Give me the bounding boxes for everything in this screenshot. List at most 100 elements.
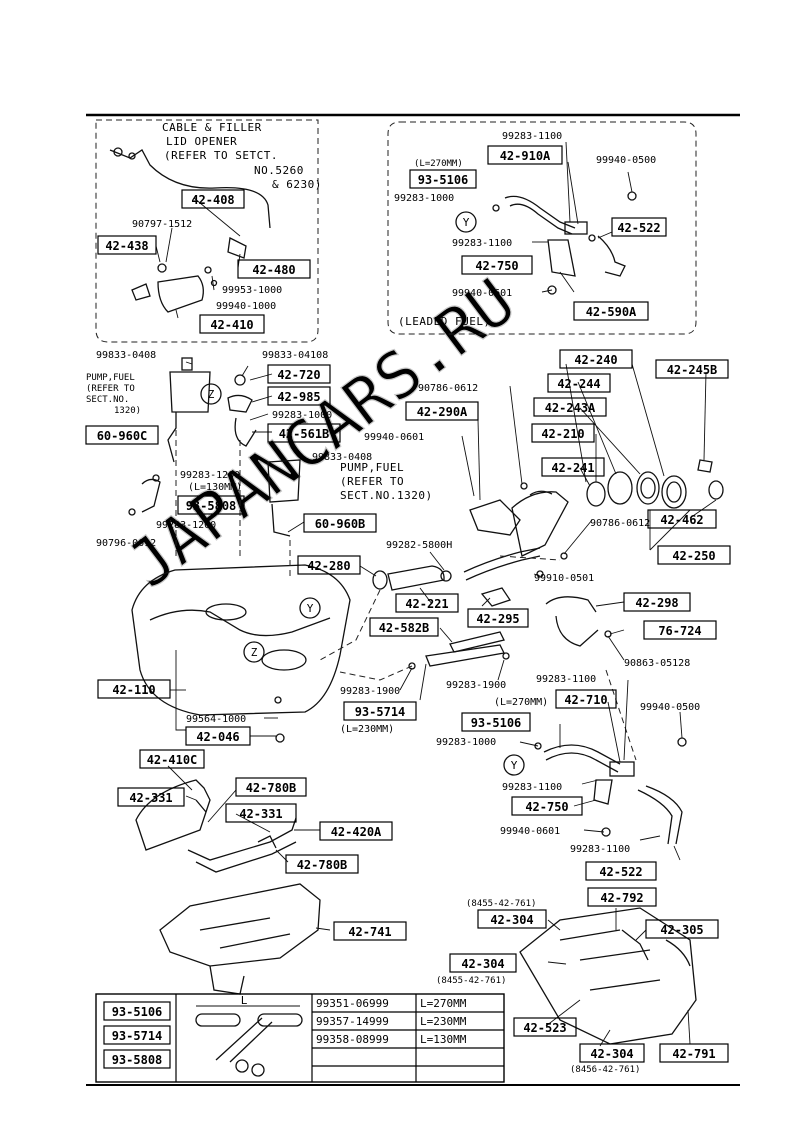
pump-and-sender-parts [128, 357, 301, 537]
part-label-box: 42-985 [267, 386, 331, 406]
svg-text:93-5106: 93-5106 [471, 716, 522, 730]
part-label-box: 42-280 [297, 555, 361, 575]
part-number: 99940-0500 [640, 702, 700, 713]
part-number: 90786-0612 [590, 518, 650, 529]
part-number: 99283-1900 [340, 686, 400, 697]
part-number: 99953-1000 [222, 285, 282, 296]
part-number: 99283-1000 [436, 737, 496, 748]
part-number: 90786-0612 [418, 383, 478, 394]
part-number: 99910-0501 [534, 573, 594, 584]
pump-fuel-note-center: PUMP,FUEL (REFER TO SECT.NO.1320) [340, 461, 432, 502]
svg-text:42-290A: 42-290A [417, 405, 468, 419]
part-label-box: 42-480 [237, 259, 311, 279]
table-part-box: 93-5808 [103, 1049, 171, 1069]
part-label-box: 42-523 [513, 1017, 577, 1037]
svg-text:42-780B: 42-780B [246, 781, 297, 795]
leaded-fuel-assembly [492, 191, 637, 295]
part-label-box: 42-420A [319, 821, 393, 841]
part-label-box: 42-410C [139, 749, 205, 769]
part-label-box: 42-221 [395, 593, 459, 613]
part-number: 99940-0601 [452, 288, 512, 299]
svg-text:(REFER TO: (REFER TO [340, 475, 404, 488]
part-label-box: 42-410 [199, 314, 265, 334]
svg-text:42-523: 42-523 [523, 1021, 566, 1035]
svg-text:& 6230): & 6230) [272, 178, 322, 191]
lower-vent-assembly [534, 737, 687, 845]
marker-z-left: Z [200, 383, 222, 405]
part-number: 99283-1000 [394, 193, 454, 204]
part-label-box: 42-298 [623, 592, 691, 612]
marker-y-tank: Y [299, 597, 321, 619]
svg-text:42-741: 42-741 [348, 925, 391, 939]
svg-text:42-410: 42-410 [210, 318, 253, 332]
part-number: (8456-42-761) [570, 1065, 640, 1075]
part-label-box: 42-720 [267, 364, 331, 384]
part-number: 99283-1100 [502, 782, 562, 793]
cable-filler-note: CABLE & FILLER LID OPENER (REFER TO SETC… [162, 121, 322, 191]
hose-length-table: 93-5106 93-5714 93-5808 L 99351-06999 L=… [95, 993, 505, 1083]
part-label-box: 42-438 [97, 235, 157, 255]
svg-text:42-240: 42-240 [574, 353, 617, 367]
part-label-box: 42-290A [405, 401, 479, 421]
tank-insulator [159, 883, 321, 995]
svg-text:42-750: 42-750 [525, 800, 568, 814]
svg-text:Z: Z [208, 388, 215, 401]
part-number: (8455-42-761) [466, 899, 536, 909]
part-label-box: 42-331 [117, 787, 185, 807]
svg-text:42-221: 42-221 [405, 597, 448, 611]
part-label-box: 42-561B [267, 423, 341, 443]
part-label-box: 93-5106 [461, 712, 531, 732]
part-label-box: 42-210 [531, 423, 595, 443]
fuel-tank [131, 564, 351, 743]
part-number: 99283-1200 [180, 470, 240, 481]
part-number: 99940-0601 [364, 432, 424, 443]
part-label-box: 42-241 [541, 457, 605, 477]
svg-text:42-590A: 42-590A [586, 305, 637, 319]
svg-text:42-561B: 42-561B [279, 427, 330, 441]
svg-text:42-420A: 42-420A [331, 825, 382, 839]
svg-text:60-960C: 60-960C [97, 429, 148, 443]
svg-text:93-5714: 93-5714 [112, 1029, 163, 1043]
part-label-box: 42-046 [185, 726, 251, 746]
svg-text:Y: Y [307, 602, 314, 615]
svg-text:42-985: 42-985 [277, 390, 320, 404]
part-label-box: 60-960B [303, 513, 377, 533]
part-number: 99282-5800H [386, 540, 452, 551]
part-number: 99283-1100 [502, 131, 562, 142]
svg-text:Y: Y [511, 759, 518, 772]
tank-straps [135, 779, 297, 873]
svg-text:42-241: 42-241 [551, 461, 594, 475]
svg-text:76-724: 76-724 [658, 624, 701, 638]
svg-text:42-304: 42-304 [461, 957, 504, 971]
part-number: 99940-0601 [500, 826, 560, 837]
part-label-box: 42-250 [657, 545, 731, 565]
svg-text:42-910A: 42-910A [500, 149, 551, 163]
part-label-box: 42-741 [333, 921, 407, 941]
part-number: 99283-1100 [536, 674, 596, 685]
part-label-box: 42-304 [477, 909, 547, 929]
svg-text:42-046: 42-046 [196, 730, 239, 744]
svg-text:(REFER TO: (REFER TO [86, 384, 135, 394]
svg-text:42-331: 42-331 [239, 807, 282, 821]
pump-fuel-note-left: PUMP,FUEL (REFER TO SECT.NO. 1320) [86, 373, 141, 416]
svg-text:42-438: 42-438 [105, 239, 148, 253]
part-label-box: 42-910A [487, 145, 563, 165]
table-cell-length: L=230MM [420, 1015, 467, 1028]
part-label-box: 42-792 [587, 887, 657, 907]
length-note-130: (L=130MM) [188, 482, 242, 493]
svg-text:PUMP,FUEL: PUMP,FUEL [340, 461, 404, 474]
svg-text:42-480: 42-480 [252, 263, 295, 277]
svg-text:42-750: 42-750 [475, 259, 518, 273]
part-number: 99283-1900 [446, 680, 506, 691]
svg-text:42-582B: 42-582B [379, 621, 430, 635]
marker-y-bottom: Y [503, 754, 525, 776]
svg-text:93-5106: 93-5106 [112, 1005, 163, 1019]
assembly-guides [175, 430, 637, 761]
part-label-box: 42-304 [449, 953, 517, 973]
part-label-box: 42-240 [559, 349, 633, 369]
part-label-box: 60-960C [85, 425, 159, 445]
part-number: 99833-04108 [262, 350, 328, 361]
part-label-box: 42-590A [573, 301, 649, 321]
table-cell-part-no: 99358-08999 [316, 1033, 389, 1046]
svg-text:42-280: 42-280 [307, 559, 350, 573]
